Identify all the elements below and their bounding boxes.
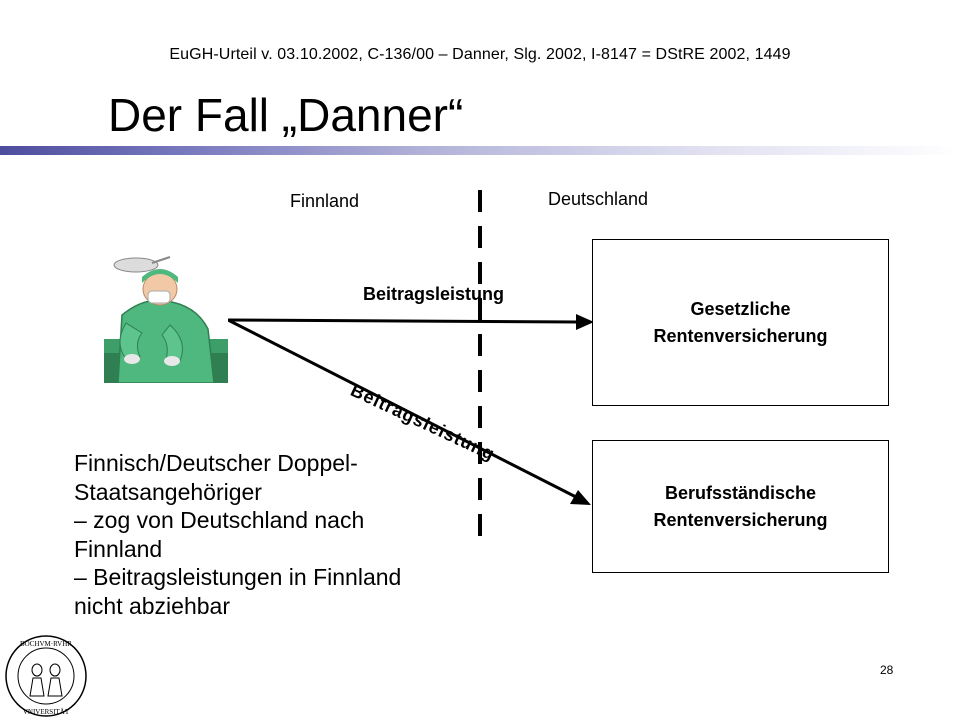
box-1-line-2: Rentenversicherung [653,325,828,346]
box-statutory-pension: Gesetzliche Rentenversicherung [592,239,889,406]
arrow-label-1: Beitragsleistung [363,284,505,304]
description-line: Finnisch/Deutscher Doppel- [74,450,358,476]
country-label-finland: Finnland [290,191,360,211]
box-2-line-2: Rentenversicherung [653,509,828,530]
arrow-1-head [576,314,594,330]
description-line: – Beitragsleistungen in Finnland [74,564,402,591]
title-underline-bar [0,146,960,155]
page-number: 28 [880,663,894,677]
svg-text:VNIVERSITÄT: VNIVERSITÄT [23,708,70,716]
description-line: Finnland [74,535,163,562]
description-line: nicht abziehbar [74,592,230,619]
description-line: – zog von Deutschland nach [74,507,365,534]
arrow-1-line [227,318,579,324]
svg-text:BOCHVM·RVHR: BOCHVM·RVHR [20,640,72,648]
case-description: Finnisch/Deutscher Doppel- Staatsangehör… [74,449,474,620]
box-professional-pension: Berufsständische Rentenversicherung [592,440,889,573]
box-1-line-1: Gesetzliche [690,299,791,320]
country-label-germany: Deutschland [548,189,649,209]
box-2-line-1: Berufsständische [664,483,817,504]
description-line: Staatsangehöriger [74,478,262,505]
university-seal-icon: BOCHVM·RVHR VNIVERSITÄT [5,635,87,717]
citation: EuGH-Urteil v. 03.10.2002, C-136/00 – Da… [169,46,791,63]
arrow-2-head [570,490,591,505]
arrow-2-line [227,318,577,499]
surgeon-icon [104,253,228,383]
slide-title: Der Fall „Danner“ [108,89,464,141]
